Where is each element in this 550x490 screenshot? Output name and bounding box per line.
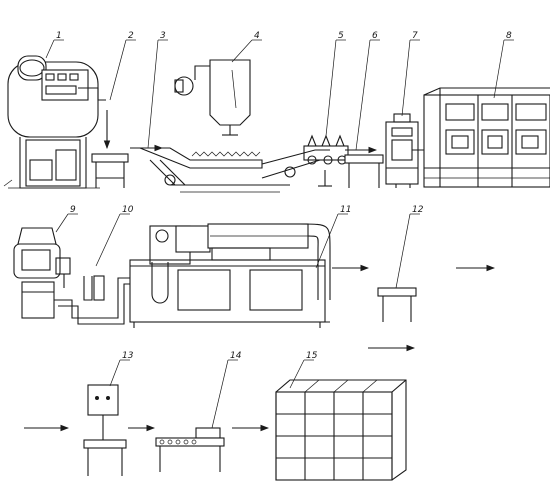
machine-7-cabinet	[385, 113, 419, 188]
machine-6-table	[344, 154, 384, 188]
machine-3-conveyor	[139, 147, 330, 193]
machine-13-scale	[83, 384, 127, 476]
callout-number-13: 13	[122, 351, 134, 361]
machine-15-pallet-stack	[275, 379, 407, 481]
machine-2-table	[91, 153, 129, 188]
callout-number-8: 8	[506, 31, 512, 41]
callout-number-10: 10	[122, 205, 134, 215]
callout-number-5: 5	[338, 31, 344, 41]
leader-line-7	[401, 39, 411, 117]
leader-line-13	[109, 359, 121, 387]
machine-14-roller-table	[155, 427, 225, 472]
leader-line-6	[355, 39, 371, 151]
callout-number-2: 2	[128, 31, 134, 41]
callout-number-15: 15	[306, 351, 318, 361]
leader-line-5	[325, 39, 337, 137]
leader-line-1	[45, 39, 55, 59]
machine-5-dispensers	[303, 134, 349, 187]
machine-12-table	[377, 287, 417, 322]
callout-number-12: 12	[412, 205, 424, 215]
leader-line-2	[109, 39, 127, 101]
leader-line-4	[231, 39, 253, 63]
callout-number-1: 1	[56, 31, 62, 41]
callout-number-11: 11	[340, 205, 351, 215]
leader-line-15	[289, 359, 305, 389]
callout-number-4: 4	[254, 31, 260, 41]
machine-8-dryer	[423, 87, 550, 188]
machine-10-pipes	[54, 275, 130, 325]
machine-1-mixer	[3, 55, 106, 189]
leader-line-3	[147, 39, 159, 149]
callout-number-6: 6	[372, 31, 378, 41]
leader-line-8	[493, 39, 505, 99]
leader-line-14	[211, 359, 229, 429]
machine-9-grinder	[13, 227, 71, 319]
leader-line-12	[395, 213, 411, 289]
machine-11-press	[129, 223, 331, 328]
leader-line-11	[315, 213, 339, 269]
callout-number-9: 9	[70, 205, 76, 215]
machine-4-hopper	[174, 59, 251, 136]
callout-number-14: 14	[230, 351, 242, 361]
leader-line-9	[55, 213, 69, 233]
callout-number-3: 3	[160, 31, 166, 41]
callout-number-7: 7	[412, 31, 418, 41]
leader-line-10	[95, 213, 121, 267]
